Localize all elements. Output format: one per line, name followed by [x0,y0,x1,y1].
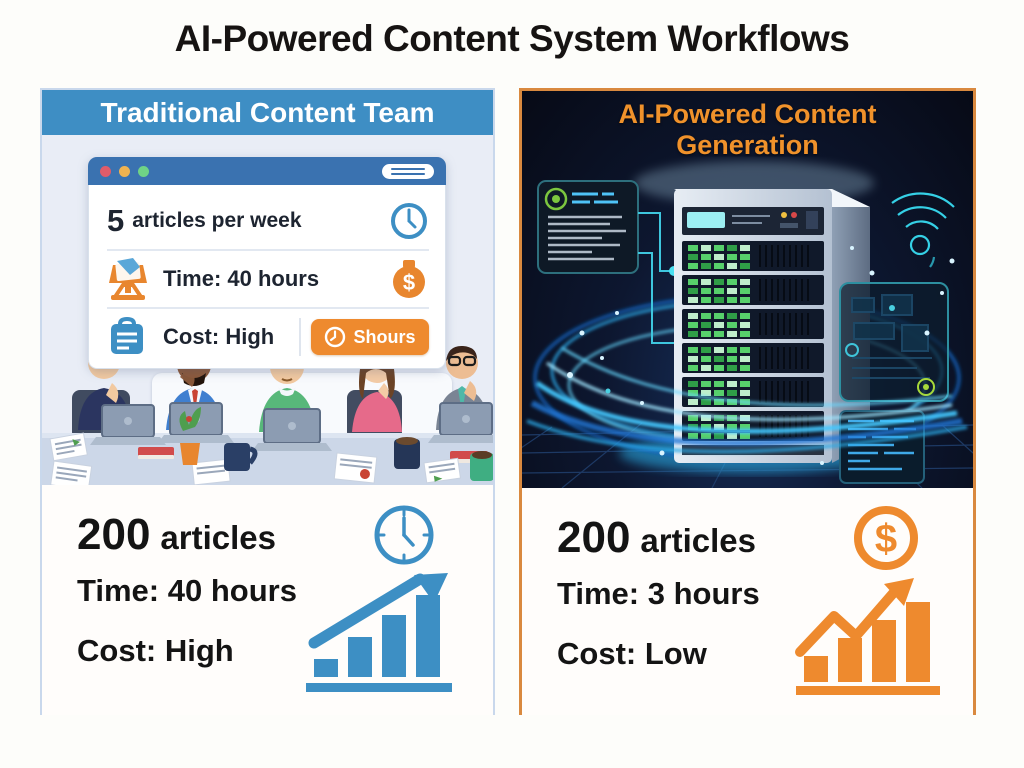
articles-per-week-label: articles per week [132,209,302,232]
laptops [90,402,493,451]
traditional-panel: Traditional Content Team [40,88,495,715]
hours-button: Shours [311,319,429,355]
time-row: Time: 40 hours $ [107,251,429,307]
dollar-coin-icon: $ [393,260,425,298]
articles-word: articles [640,522,757,559]
browser-titlebar [88,157,446,185]
svg-text:$: $ [403,270,415,295]
sparkle-dots [567,246,955,465]
menu-pill-icon [382,163,434,179]
clock-icon [391,203,427,239]
traditional-time-stat: Time: 40 hours [77,573,297,608]
traditional-panel-header: Traditional Content Team [42,90,493,135]
hours-button-label: Shours [353,326,416,347]
window-close-dot [100,165,111,177]
bar-chart-up-icon [795,578,940,695]
cost-label: Cost: High [163,324,275,349]
traditional-illustration: 5 articles per week [42,135,493,485]
server-rack-illustration [522,161,973,488]
traditional-cost-stat: Cost: High [77,633,234,668]
code-panel-left [537,180,639,274]
cost-row: Cost: High Shours [107,309,429,365]
window-minimize-dot [119,165,130,177]
signal-waves-icon [891,192,955,268]
ai-panel-title-line1: AI-Powered Content [618,99,877,129]
table-items [49,407,493,485]
plant-pot [179,407,201,465]
dollar-glyph: $ [875,517,897,561]
green-mug [470,451,493,481]
dollar-circle-icon: $ [854,506,918,570]
articles-count: 200 [77,510,151,559]
easel-icon [109,258,147,300]
dark-mug [394,437,420,469]
clock-icon [325,326,346,348]
articles-count: 200 [557,513,631,562]
bar-chart-up-icon [306,573,452,692]
browser-content: 5 articles per week [88,185,446,369]
articles-per-week-row: 5 articles per week [107,193,429,249]
ai-illustration: AI-Powered Content Generation [522,91,973,488]
circuit-panel-right [839,282,949,402]
ai-panel-title-line2: Generation [676,130,819,161]
ai-panel: AI-Powered Content Generation [519,88,976,715]
browser-window: 5 articles per week [88,157,446,369]
light-rings-front [526,346,968,454]
vertical-divider [299,318,301,356]
page-title: AI-Powered Content System Workflows [174,18,850,59]
ai-panel-header: AI-Powered Content Generation [522,99,973,161]
ai-time-stat: Time: 3 hours [557,576,760,611]
server-leds [688,245,750,269]
traditional-panel-title: Traditional Content Team [100,96,435,128]
clock-icon [374,505,434,565]
briefcase-icon [111,316,143,354]
time-label: Time: 40 hours [163,266,320,291]
articles-word: articles [160,519,277,556]
articles-per-week-value: 5 [107,203,125,238]
navy-mug [224,443,258,471]
ai-cost-stat: Cost: Low [557,636,707,671]
window-maximize-dot [138,165,149,177]
